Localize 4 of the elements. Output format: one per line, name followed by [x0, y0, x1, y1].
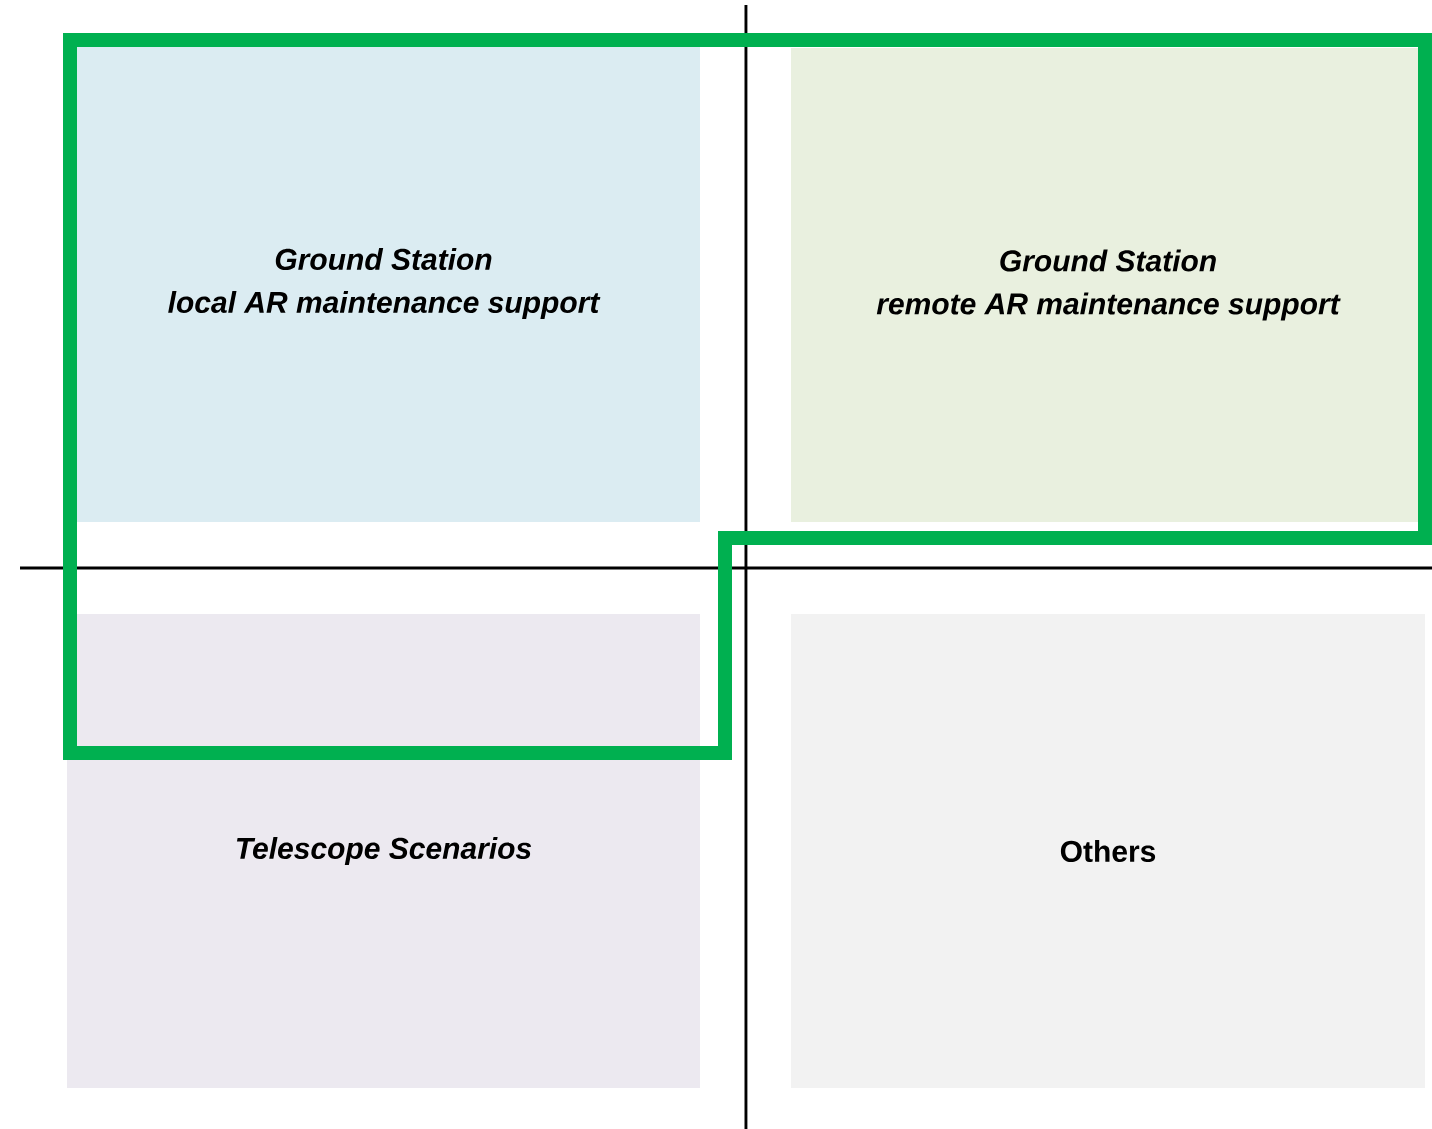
- quadrant-box: Others: [791, 614, 1425, 1088]
- quadrant-box: Ground Station remote AR maintenance support: [791, 48, 1425, 522]
- quadrant-box: Telescope Scenarios: [67, 614, 700, 1088]
- quadrant-box: Ground Station local AR maintenance support: [67, 45, 700, 522]
